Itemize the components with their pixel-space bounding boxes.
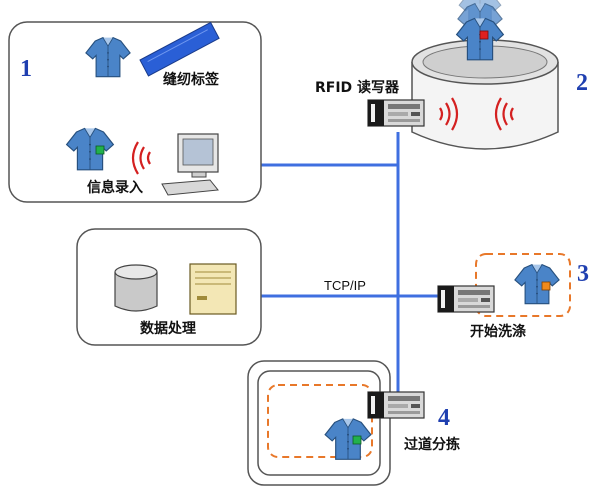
reader-label: RFID 读写器 <box>315 79 400 96</box>
data-processing-box <box>76 228 262 346</box>
server-icon <box>189 263 237 315</box>
green-tag-icon <box>95 145 105 155</box>
computer-icon <box>161 133 219 196</box>
step-number-4: 4 <box>438 405 450 431</box>
washing-label: 开始洗涤 <box>470 323 526 340</box>
orange-tag-icon <box>541 281 551 291</box>
info-entry-label: 信息录入 <box>87 179 143 196</box>
sew-tag-label: 缝纫标签 <box>163 71 220 88</box>
washing-drum-icon <box>411 39 559 150</box>
tag-strip-icon <box>139 21 220 77</box>
rfid-reader-icon <box>367 99 425 127</box>
rfid-reader-icon <box>367 391 425 419</box>
database-icon <box>114 264 158 312</box>
red-tag-icon <box>479 30 489 40</box>
green-tag-icon <box>352 435 362 445</box>
protocol-label: TCP/IP <box>324 278 366 293</box>
shirt-icon <box>514 264 560 305</box>
step-number-1: 1 <box>20 56 32 82</box>
rfid-reader-icon <box>437 285 495 313</box>
dashed-path-sorting <box>267 384 373 458</box>
dashed-path-washing <box>475 253 571 317</box>
sorting-label: 过道分拣 <box>404 436 460 453</box>
tagging-station-box <box>8 21 262 203</box>
step-number-3: 3 <box>577 261 589 287</box>
data-processing-label: 数据处理 <box>140 320 196 337</box>
step-number-2: 2 <box>576 70 588 96</box>
